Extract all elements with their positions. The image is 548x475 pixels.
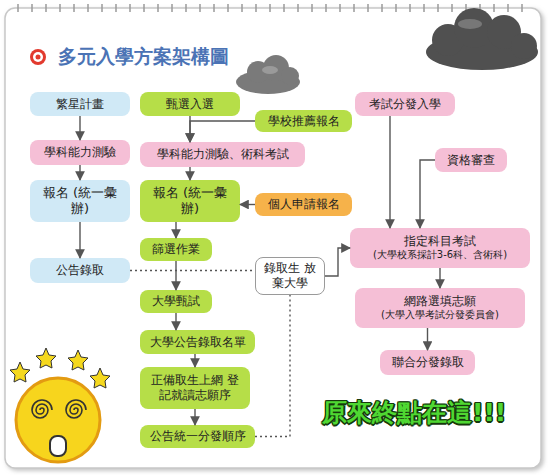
dizzy-face (66, 400, 86, 418)
storm-cloud (511, 33, 537, 59)
dotted-connector (255, 295, 290, 437)
arrow-connector (175, 261, 176, 290)
diagram-title: 多元入學方案架構圖 (58, 44, 229, 70)
process-box: 網路選填志願(大學入學考試分發委員會) (355, 288, 525, 328)
arrow-connector (190, 121, 255, 142)
exam-box: 學科能力測驗 (30, 140, 130, 165)
node-note: (大學校系採計3-6科、含術科) (373, 249, 507, 262)
dizzy-face (50, 436, 66, 456)
arrow-connector (175, 222, 176, 238)
program-box: 甄選入選 (140, 92, 240, 116)
target-icon (33, 52, 43, 62)
node-label: 指定科目考試 (404, 234, 476, 249)
arrow-connector (194, 409, 195, 425)
side-box: 個人申請報名 (255, 193, 352, 216)
process-box: 公告統一分發順序 (140, 425, 255, 448)
arrow-connector (175, 313, 176, 330)
gray-cloud (262, 66, 278, 74)
side-box: 學校推薦報名 (255, 110, 352, 132)
arrow-connector (79, 116, 80, 140)
dotted-connector (130, 270, 255, 271)
node-label: 個人申請報名 (268, 197, 340, 212)
process-box: 篩選作業 (140, 238, 212, 261)
page-frame (5, 8, 541, 468)
arrow-connector (427, 328, 428, 350)
arrow-connector (79, 165, 80, 180)
node-label: 公告錄取 (56, 263, 104, 278)
exam-box: 學科能力測驗、術科考試 (140, 142, 305, 167)
node-label: 錄取生 放棄大學 (264, 261, 316, 291)
process-box: 報名 (統一彙辦) (140, 180, 240, 222)
dizzy-face (32, 400, 52, 418)
arrow-connector (389, 116, 390, 228)
gray-cloud (281, 67, 299, 85)
node-label: 大學公告錄取名單 (150, 335, 246, 350)
arrow-connector (439, 268, 440, 288)
arrow-connector (79, 222, 80, 258)
target-icon (36, 55, 41, 60)
node-label: 考試分發入學 (369, 97, 441, 112)
node-label: 學科能力測驗 (44, 145, 116, 160)
node-label: 學科能力測驗、術科考試 (157, 147, 289, 162)
node-label: 聯合分發錄取 (392, 355, 464, 370)
dizzy-face (36, 348, 56, 368)
storm-cloud (426, 8, 538, 70)
exam-box: 指定科目考試(大學校系採計3-6科、含術科) (350, 228, 530, 268)
process-box: 聯合分發錄取 (380, 350, 475, 375)
arrow-connector (420, 160, 435, 228)
arrow-connector (189, 116, 190, 142)
binder-rings (18, 4, 522, 12)
process-box: 正備取生上網 登記就讀志願序 (140, 367, 250, 409)
side-box: 資格審查 (435, 148, 507, 172)
node-note: (大學入學考試分發委員會) (381, 309, 499, 322)
node-label: 報名 (統一彙辦) (148, 185, 232, 218)
process-box: 大學甄試 (140, 290, 212, 313)
note-box: 錄取生 放棄大學 (255, 257, 325, 295)
dizzy-face (90, 368, 110, 388)
program-box: 繁星計畫 (30, 92, 130, 116)
process-box: 公告錄取 (30, 258, 130, 283)
node-label: 大學甄試 (152, 294, 200, 309)
node-label: 篩選作業 (152, 242, 200, 257)
node-label: 公告統一分發順序 (150, 429, 246, 444)
dizzy-face (68, 350, 88, 370)
arrow-connector (189, 167, 190, 180)
arrow-connector (325, 248, 350, 276)
binder-rings (18, 4, 522, 12)
program-box: 考試分發入學 (355, 92, 455, 116)
node-label: 繁星計畫 (56, 97, 104, 112)
arrow-connector (240, 204, 255, 205)
node-label: 正備取生上網 登記就讀志願序 (148, 373, 242, 403)
target-icon (30, 49, 46, 65)
node-label: 資格審查 (447, 153, 495, 168)
target-icon (30, 49, 46, 65)
process-box: 報名 (統一彙辦) (30, 180, 130, 222)
dizzy-face (16, 378, 100, 462)
node-label: 甄選入選 (166, 97, 214, 112)
storm-cloud (458, 19, 482, 29)
page-frame (5, 8, 541, 468)
gray-cloud (236, 55, 300, 94)
dizzy-face (10, 362, 30, 382)
node-label: 學校推薦報名 (268, 114, 340, 129)
node-label: 網路選填志願 (404, 294, 476, 309)
node-label: 報名 (統一彙辦) (38, 185, 122, 218)
banner-text: 原來終點在這!!! (322, 396, 506, 429)
arrow-connector (194, 354, 195, 367)
process-box: 大學公告錄取名單 (140, 330, 255, 354)
dizzy-face (10, 348, 110, 462)
